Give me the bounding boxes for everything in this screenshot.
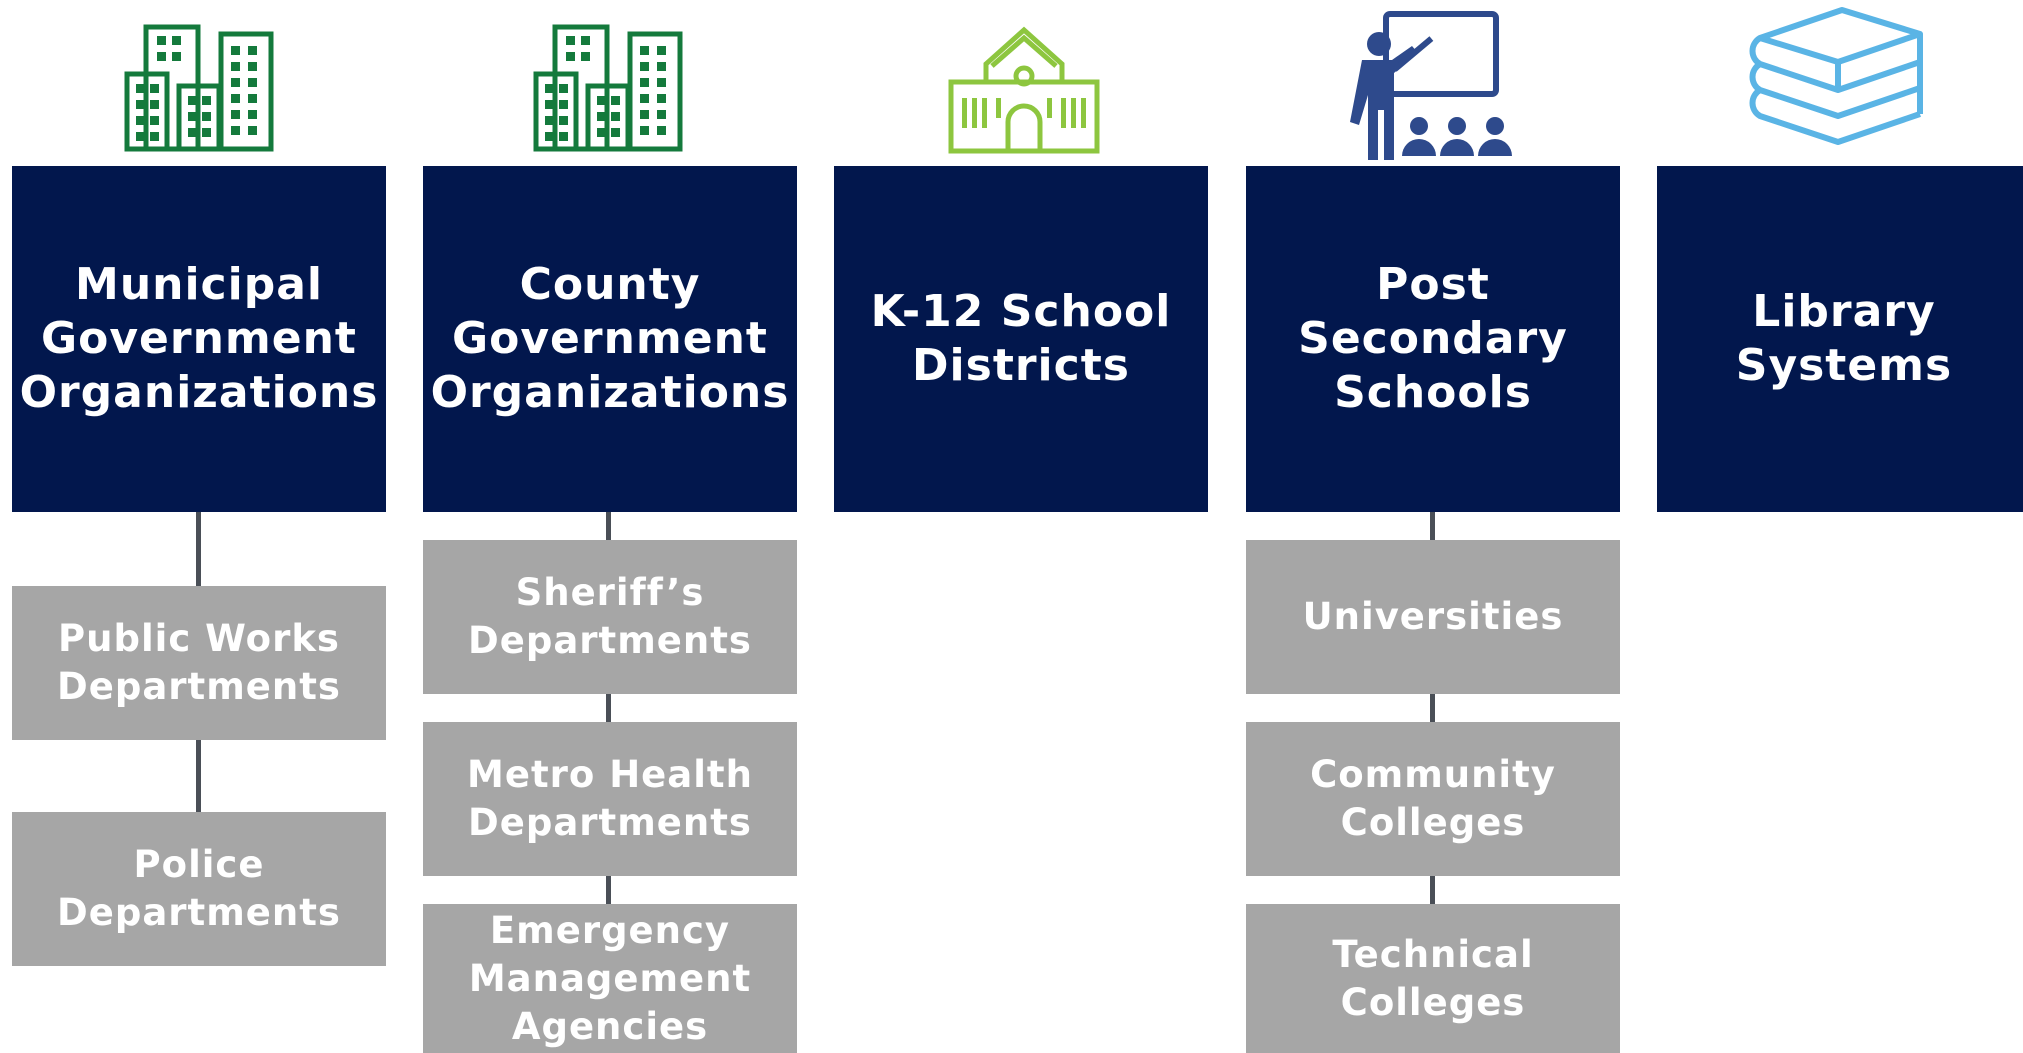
technical-colleges-box: Technical Colleges xyxy=(1246,904,1620,1053)
school-building-icon xyxy=(948,26,1100,154)
emergency-management-agencies-box: Emergency Management Agencies xyxy=(423,904,797,1053)
library-systems-box: Library Systems xyxy=(1657,166,2023,512)
connector-line xyxy=(1430,876,1435,904)
connector-line xyxy=(606,876,611,904)
county-government-box: County Government Organizations xyxy=(423,166,797,512)
municipal-government-box: Municipal Government Organizations xyxy=(12,166,386,512)
book-stack-icon xyxy=(1749,7,1923,145)
connector-line xyxy=(1430,512,1435,540)
connector-line xyxy=(606,694,611,722)
teacher-classroom-icon xyxy=(1350,11,1512,160)
connector-line xyxy=(606,512,611,540)
police-departments-box: Police Departments xyxy=(12,812,386,966)
connector-line xyxy=(196,740,201,812)
post-secondary-schools-box: Post Secondary Schools xyxy=(1246,166,1620,512)
universities-box: Universities xyxy=(1246,540,1620,694)
connector-line xyxy=(196,512,201,586)
sheriffs-departments-box: Sheriff’s Departments xyxy=(423,540,797,694)
public-works-departments-box: Public Works Departments xyxy=(12,586,386,740)
city-buildings-icon xyxy=(533,24,683,152)
community-colleges-box: Community Colleges xyxy=(1246,722,1620,876)
k12-school-districts-box: K-12 School Districts xyxy=(834,166,1208,512)
city-buildings-icon xyxy=(124,24,274,152)
connector-line xyxy=(1430,694,1435,722)
metro-health-departments-box: Metro Health Departments xyxy=(423,722,797,876)
